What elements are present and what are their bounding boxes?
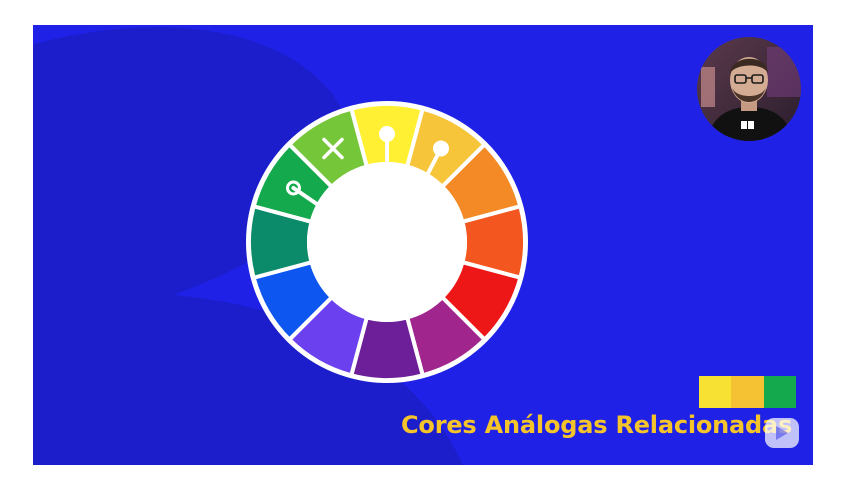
play-icon[interactable] [765,418,799,448]
swatch-green [763,376,796,408]
swatch-yellow-orange [731,376,764,408]
x-mark-icon [322,137,344,160]
presenter-webcam [697,37,801,141]
color-wheel [246,101,528,383]
marker-dot [285,180,301,196]
slide-caption: Cores Análogas Relacionadas [401,411,793,439]
swatch-yellow [699,376,732,408]
marker-dot [379,126,395,142]
video-frame: Cores Análogas Relacionadas [33,25,813,465]
pointer-line [291,186,389,254]
pointer-line [385,146,443,254]
marker-dot [433,140,449,157]
palette-swatches [699,376,796,408]
